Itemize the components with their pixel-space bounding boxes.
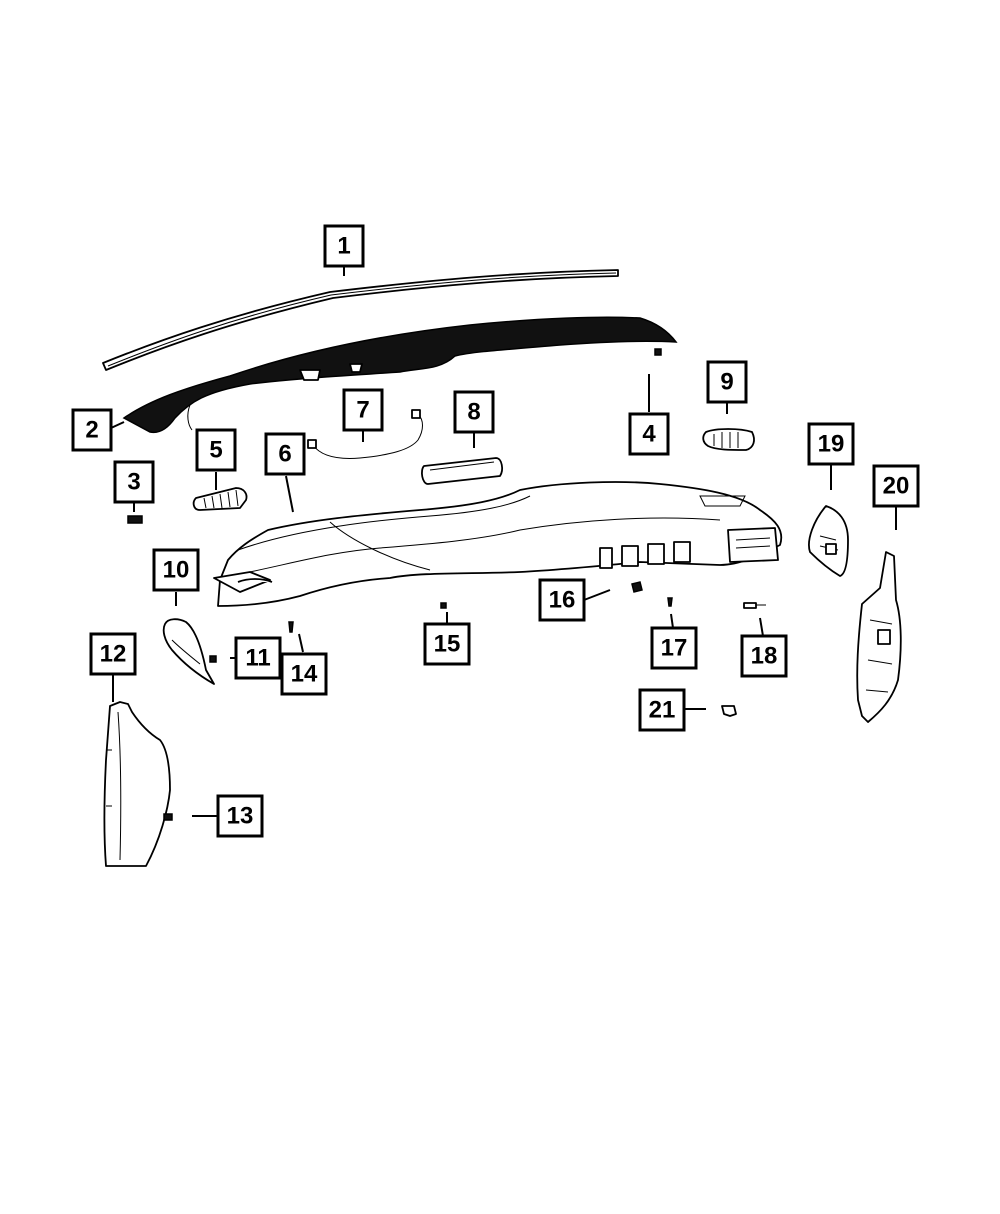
callout-11-label: 11 bbox=[245, 645, 270, 672]
callout-17[interactable]: 17 bbox=[650, 626, 698, 670]
leader-14 bbox=[298, 633, 304, 653]
callout-11[interactable]: 11 bbox=[234, 636, 282, 680]
callout-8-label: 8 bbox=[467, 399, 480, 426]
part-3-clip bbox=[127, 515, 143, 524]
part-4-clip bbox=[654, 348, 662, 356]
callout-5[interactable]: 5 bbox=[195, 428, 237, 472]
callout-20[interactable]: 20 bbox=[872, 464, 920, 508]
part-21-clip bbox=[721, 705, 737, 717]
callout-18[interactable]: 18 bbox=[740, 634, 788, 678]
leader-lines bbox=[110, 266, 897, 817]
leader-2 bbox=[110, 421, 125, 429]
callout-14-label: 14 bbox=[291, 661, 318, 688]
callout-8[interactable]: 8 bbox=[453, 390, 495, 434]
callout-19-label: 19 bbox=[818, 431, 845, 458]
callout-10[interactable]: 10 bbox=[152, 548, 200, 592]
leader-17 bbox=[670, 613, 674, 629]
part-18-bolt bbox=[743, 602, 766, 609]
callout-7-label: 7 bbox=[356, 397, 369, 424]
callout-15-label: 15 bbox=[434, 631, 461, 658]
callout-9-label: 9 bbox=[720, 369, 733, 396]
callout-10-label: 10 bbox=[163, 557, 190, 584]
part-11-clip bbox=[209, 655, 217, 663]
part-14-screw bbox=[288, 621, 294, 633]
part-2-dash-top-cover bbox=[122, 316, 678, 434]
callout-16-label: 16 bbox=[549, 587, 576, 614]
callout-6-label: 6 bbox=[278, 441, 291, 468]
part-10-end-cap bbox=[162, 618, 215, 685]
callout-3[interactable]: 3 bbox=[113, 460, 155, 504]
part-13-clip bbox=[163, 813, 173, 821]
callout-21[interactable]: 21 bbox=[638, 688, 686, 732]
callout-18-label: 18 bbox=[751, 643, 778, 670]
leader-16 bbox=[583, 589, 611, 601]
callout-1-label: 1 bbox=[337, 233, 350, 260]
callout-13[interactable]: 13 bbox=[216, 794, 264, 838]
callout-9[interactable]: 9 bbox=[706, 360, 748, 404]
part-6-instrument-panel bbox=[213, 481, 783, 607]
part-5-air-vent bbox=[192, 487, 248, 511]
callout-6[interactable]: 6 bbox=[264, 432, 306, 476]
part-15-clip bbox=[440, 602, 447, 609]
callout-20-label: 20 bbox=[883, 473, 910, 500]
callout-7[interactable]: 7 bbox=[342, 388, 384, 432]
part-12-side-panel bbox=[103, 701, 171, 867]
callout-4-label: 4 bbox=[642, 421, 656, 448]
part-16-clip bbox=[631, 581, 643, 593]
callout-12-label: 12 bbox=[100, 641, 127, 668]
callout-19[interactable]: 19 bbox=[807, 422, 855, 466]
part-1-windshield-trim bbox=[102, 269, 619, 371]
callout-15[interactable]: 15 bbox=[423, 622, 471, 666]
callout-2-label: 2 bbox=[85, 417, 98, 444]
callout-14[interactable]: 14 bbox=[280, 652, 328, 696]
callout-2[interactable]: 2 bbox=[71, 408, 113, 452]
part-17-screw bbox=[667, 597, 673, 607]
part-7-wire-harness bbox=[307, 409, 423, 459]
callout-1[interactable]: 1 bbox=[323, 224, 365, 268]
part-19-end-cap bbox=[808, 505, 849, 577]
callout-5-label: 5 bbox=[209, 437, 222, 464]
callout-4[interactable]: 4 bbox=[628, 412, 670, 456]
callout-12[interactable]: 12 bbox=[89, 632, 137, 676]
part-8-trim-bezel bbox=[421, 457, 503, 485]
leader-6 bbox=[285, 475, 294, 513]
callout-21-label: 21 bbox=[649, 697, 676, 724]
callout-17-label: 17 bbox=[661, 635, 688, 662]
leader-18 bbox=[759, 617, 764, 637]
part-9-air-vent bbox=[702, 428, 755, 451]
callout-13-label: 13 bbox=[227, 803, 254, 830]
callout-16[interactable]: 16 bbox=[538, 578, 586, 622]
callout-3-label: 3 bbox=[127, 469, 140, 496]
part-20-side-bracket bbox=[856, 551, 902, 723]
